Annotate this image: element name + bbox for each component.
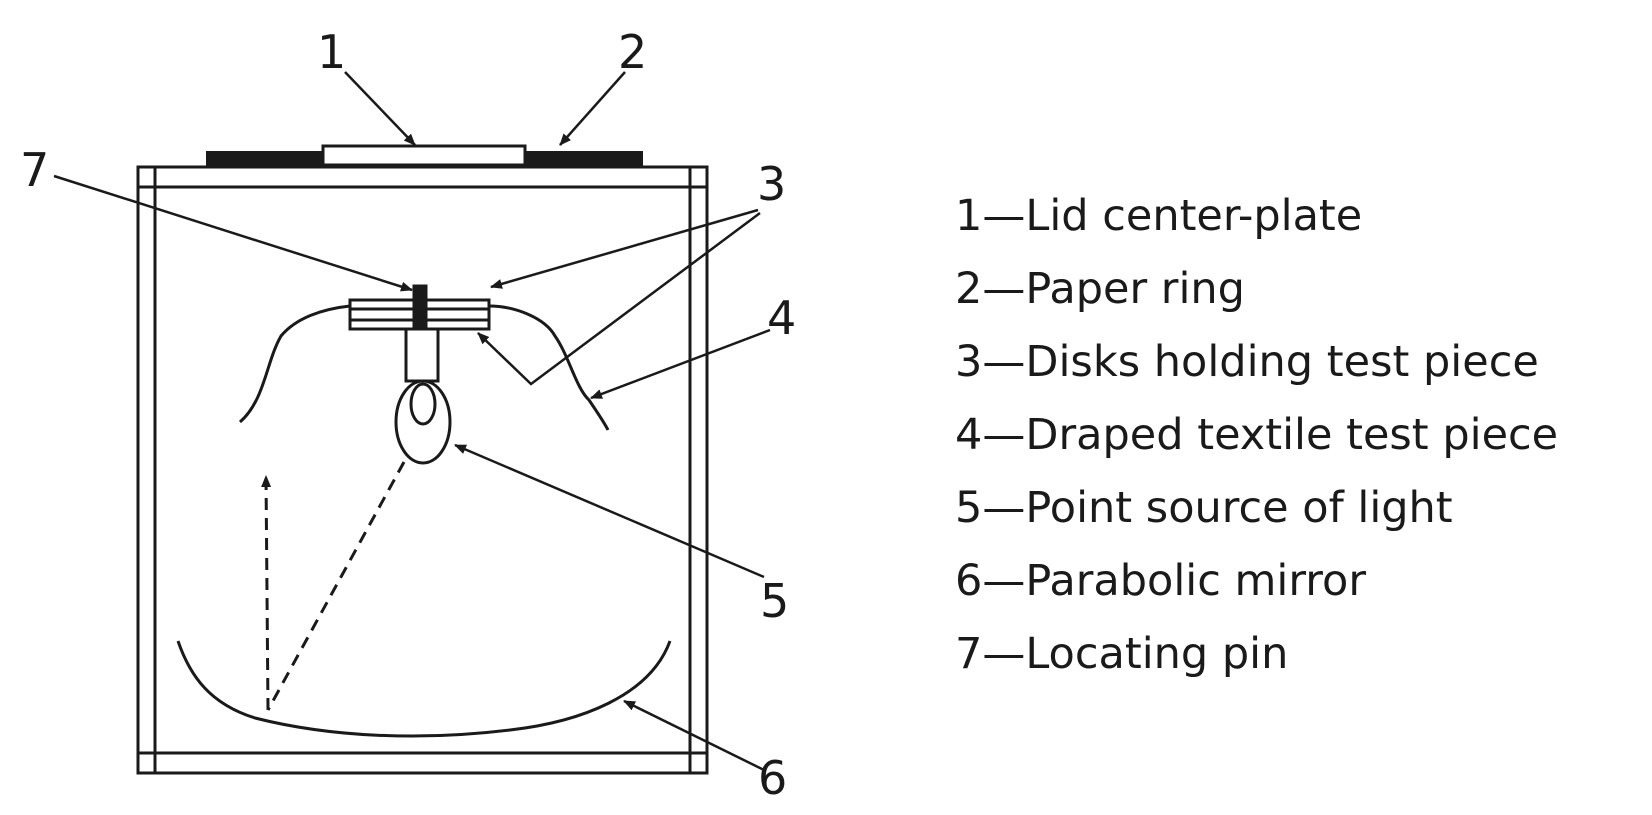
callout-5: 5: [760, 574, 789, 628]
legend-item-disks-holding-test-piece: 3—Disks holding test piece: [955, 337, 1539, 387]
callout-4: 4: [767, 291, 796, 345]
paper-ring-right: [525, 151, 643, 167]
legend-item-point-source-of-light: 5—Point source of light: [955, 483, 1453, 533]
legend-item-locating-pin: 7—Locating pin: [955, 629, 1289, 679]
callout-1: 1: [317, 25, 346, 79]
leader-5: [454, 443, 765, 579]
leader-3a: [490, 208, 759, 289]
leader-4: [590, 328, 771, 400]
callout-6: 6: [758, 751, 787, 805]
locating-pin: [412, 284, 428, 332]
legend-item-parabolic-mirror: 6—Parabolic mirror: [955, 556, 1367, 606]
lid: [206, 144, 643, 167]
paper-ring-left: [206, 151, 325, 167]
legend: 1—Lid center-plate 2—Paper ring 3—Disks …: [955, 180, 1558, 691]
callout-3: 3: [757, 157, 786, 211]
leader-lines: [53, 71, 771, 772]
housing-left-wall: [136, 165, 157, 775]
callout-7: 7: [20, 143, 49, 197]
light-rays: [261, 461, 406, 711]
legend-item-paper-ring: 2—Paper ring: [955, 264, 1245, 314]
leader-6: [623, 699, 765, 772]
legend-item-draped-textile-test-piece: 4—Draped textile test piece: [955, 410, 1559, 460]
housing: [136, 165, 709, 775]
parabolic-mirror: [176, 640, 672, 738]
disks-assembly: [348, 284, 491, 383]
housing-bottom-panel: [136, 751, 709, 775]
point-source-of-light: [394, 379, 452, 465]
callout-2: 2: [618, 25, 647, 79]
housing-top-panel: [136, 165, 709, 189]
lid-center-plate: [321, 144, 527, 167]
legend-item-lid-center-plate: 1—Lid center-plate: [955, 191, 1363, 241]
reflected-ray: [261, 475, 272, 711]
callout-numbers: 1 2 7 3 4 5 6: [20, 25, 796, 805]
draped-textile: [239, 304, 610, 431]
leader-2: [559, 71, 626, 146]
bulb-inner: [409, 382, 437, 426]
leader-1: [344, 71, 416, 146]
leader-7: [53, 174, 413, 292]
incident-ray: [266, 461, 406, 711]
leader-3b: [477, 211, 761, 386]
bulb-holder: [404, 327, 440, 383]
